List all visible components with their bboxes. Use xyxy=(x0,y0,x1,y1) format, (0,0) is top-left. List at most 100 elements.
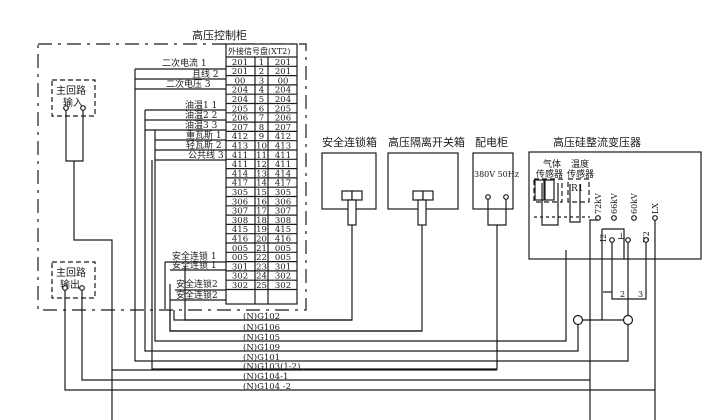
terminal-right-code: 416 xyxy=(275,235,291,245)
terminal-right-code: 305 xyxy=(275,188,291,198)
terminal-right-code: 306 xyxy=(275,197,291,207)
terminal-number: 1 xyxy=(259,58,264,68)
terminal-left-code: 307 xyxy=(232,207,248,217)
cable-line xyxy=(64,290,655,391)
temp-sensor-label-1: 温度 xyxy=(571,158,589,170)
terminal-right-code: 411 xyxy=(275,160,291,170)
terminal-right-code: 302 xyxy=(275,281,291,291)
signal-label: 安全连锁 1 xyxy=(172,250,217,262)
cable-line xyxy=(169,310,422,332)
main-input-box xyxy=(51,79,96,117)
terminal-number: 16 xyxy=(256,197,267,207)
cable-line xyxy=(173,310,352,321)
terminal-number: 12 xyxy=(256,160,267,170)
signal-label: 油温2 2 xyxy=(185,109,217,121)
terminal-right-code: 005 xyxy=(275,253,291,263)
hv-72kv-lead xyxy=(589,219,598,420)
terminal-right-code: 414 xyxy=(275,169,291,179)
cable-label: (N)G106 xyxy=(243,322,280,333)
control-cabinet-boundary xyxy=(37,43,307,311)
bottom-label-2: 2 xyxy=(620,290,625,299)
main-input-terminal-1 xyxy=(63,105,69,111)
gas-sensor-element-1 xyxy=(534,179,545,201)
hv-terminal-label: LX xyxy=(651,203,660,214)
main-input-label-2: 输入 xyxy=(63,96,83,109)
ground-terminal xyxy=(625,237,631,243)
cable-label: (N)G102 xyxy=(243,311,280,322)
cable-label: (N)G103(1-2) xyxy=(243,361,300,372)
terminal-number: 23 xyxy=(256,262,267,272)
terminal-number: 15 xyxy=(256,188,267,198)
terminal-row: 306 16 306 xyxy=(226,197,297,207)
terminal-left-code: 414 xyxy=(232,169,248,179)
terminal-right-code: 204 xyxy=(275,86,291,96)
signal-label: 安全连锁 1 xyxy=(172,259,217,271)
terminal-left-code: 005 xyxy=(232,244,248,254)
bottom-label-3: 3 xyxy=(638,290,643,299)
cable-line xyxy=(154,250,567,342)
main-output-terminal-2 xyxy=(79,285,85,291)
terminal-right-code: 308 xyxy=(275,216,291,226)
distribution-cabinet-frame xyxy=(472,152,514,210)
lower-terminal-label-u2: U2 xyxy=(642,231,651,243)
cable: (N)G101 xyxy=(134,325,629,363)
terminal-number: 2 xyxy=(259,67,264,77)
main-output-terminal-1 xyxy=(62,285,68,291)
terminal-left-code: 413 xyxy=(232,142,248,152)
u2-terminal xyxy=(643,237,649,243)
temp-sensor-wire xyxy=(569,184,581,223)
transformer-title: 高压硅整流变压器 xyxy=(553,135,641,149)
cable-label: (N)G109 xyxy=(243,342,280,353)
terminal-right-code: 207 xyxy=(275,123,291,133)
cable: (N)G104-1 xyxy=(81,290,590,382)
terminal-left-code: 306 xyxy=(232,197,248,207)
signal-label: 油温1 1 xyxy=(185,99,217,111)
hv-terminal-lx xyxy=(652,215,658,221)
terminal-right-code: 204 xyxy=(275,95,291,105)
terminal-left-code: 005 xyxy=(232,253,248,263)
gas-sensor-box xyxy=(533,178,563,203)
signal-label: 重瓦斯 1 xyxy=(186,129,222,141)
terminal-number: 17 xyxy=(256,207,267,217)
terminal-number: 9 xyxy=(259,132,264,142)
terminal-number: 11 xyxy=(256,151,267,161)
terminal-right-code: 417 xyxy=(275,179,291,189)
isolation-switch-box: 高压隔离开关箱 xyxy=(169,135,465,332)
terminal-number: 20 xyxy=(256,235,267,245)
terminal-block-frame xyxy=(225,43,298,305)
gas-sensor-element-2 xyxy=(544,179,555,201)
control-cabinet-title: 高压控制柜 xyxy=(192,28,247,42)
junction-node-left xyxy=(572,314,584,326)
terminal-right-code: 00 xyxy=(278,76,289,86)
terminal-left-code: 301 xyxy=(232,262,248,272)
junction-node-right xyxy=(622,314,634,326)
safety-interlock-box: 安全连锁箱 xyxy=(184,135,377,321)
distribution-terminal-2 xyxy=(503,194,509,200)
signal-label: 且线 2 xyxy=(192,68,219,80)
terminal-left-code: 205 xyxy=(232,104,248,114)
lower-terminal-label-ground: ⊥ xyxy=(617,232,625,242)
cable-routes: (N)G102(N)G106(N)G105(N)G109(N)G101(N)G1… xyxy=(64,250,655,392)
cable-label: (N)G101 xyxy=(243,352,280,363)
cable: (N)G103(1-2) xyxy=(112,361,497,372)
terminal-number: 7 xyxy=(259,114,264,124)
interlock-switch-left xyxy=(341,190,353,201)
terminal-number: 13 xyxy=(256,169,267,179)
terminal-block-title: 外接信号盘(XT2) xyxy=(228,46,290,56)
